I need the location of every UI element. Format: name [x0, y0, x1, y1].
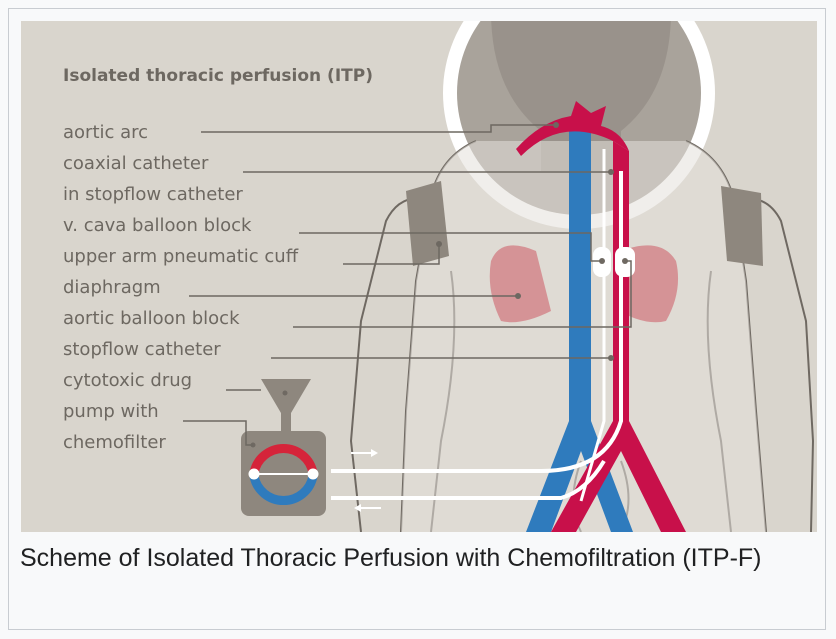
- label-upper-arm-cuff: upper arm pneumatic cuff: [63, 246, 299, 267]
- label-chemofilter: chemofilter: [63, 432, 166, 453]
- label-in-stopflow-catheter: in stopflow catheter: [63, 184, 243, 205]
- itp-diagram: Isolated thoracic perfusion (ITP) aortic…: [21, 21, 817, 532]
- figure-caption: Scheme of Isolated Thoracic Perfusion wi…: [20, 540, 810, 576]
- pump-left-node: [249, 469, 260, 480]
- label-coaxial-catheter: coaxial catheter: [63, 153, 209, 174]
- diagram-image: Isolated thoracic perfusion (ITP) aortic…: [21, 21, 817, 532]
- label-pump-with: pump with: [63, 401, 159, 422]
- label-vcava-balloon-block: v. cava balloon block: [63, 215, 252, 236]
- label-aortic-arc: aortic arc: [63, 122, 148, 143]
- label-diaphragm: diaphragm: [63, 277, 161, 298]
- label-aortic-balloon-block: aortic balloon block: [63, 308, 240, 329]
- label-cytotoxic-drug: cytotoxic drug: [63, 370, 192, 391]
- diagram-title: Isolated thoracic perfusion (ITP): [63, 66, 373, 86]
- right-arm-cuff: [721, 186, 763, 266]
- label-stopflow-catheter: stopflow catheter: [63, 339, 221, 360]
- pump-right-node: [308, 469, 319, 480]
